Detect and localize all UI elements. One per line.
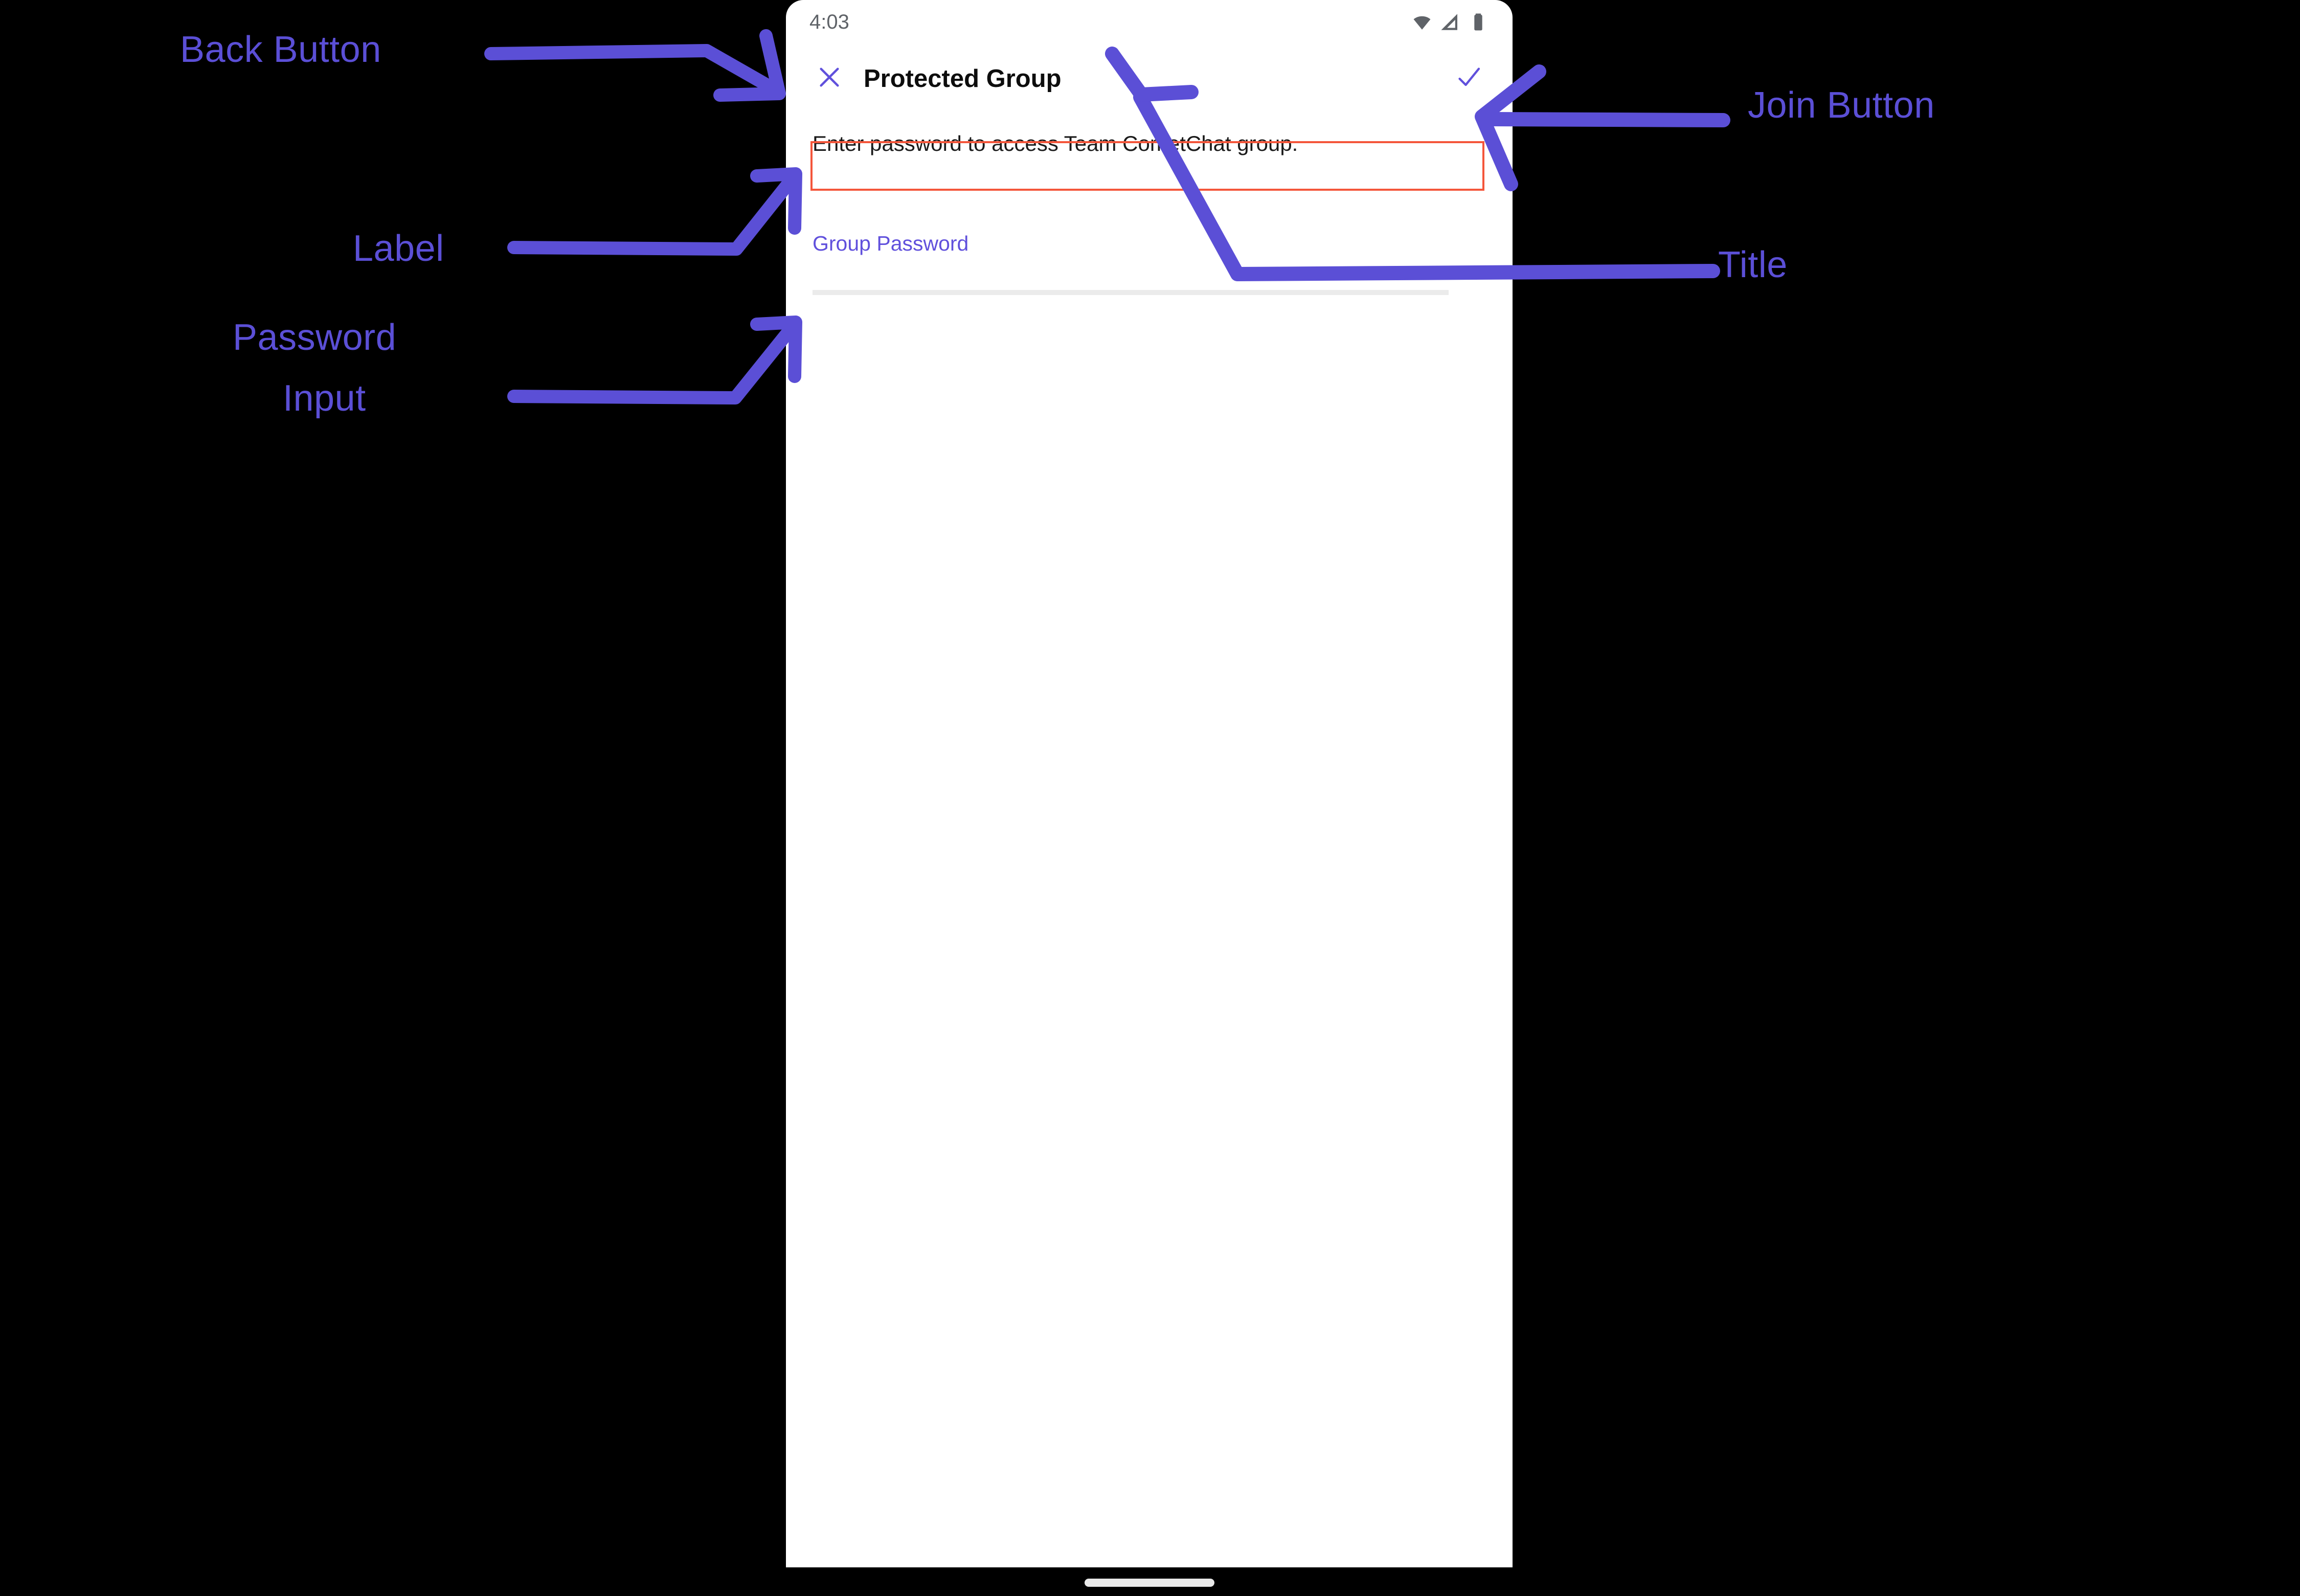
annotation-label: Label (353, 228, 444, 269)
password-field-block: Group Password (813, 233, 1486, 298)
annotation-password-input-line1: Password (233, 317, 397, 358)
label-arrow (507, 167, 802, 256)
phone-device: 4:03 (786, 0, 1513, 1567)
home-indicator[interactable] (1084, 1579, 1214, 1587)
annotation-title: Title (1718, 244, 1788, 285)
join-button-arrow (1475, 64, 1730, 191)
password-field-label: Group Password (813, 231, 969, 255)
annotation-back-button: Back Button (180, 29, 381, 70)
check-icon (1454, 62, 1484, 95)
password-input-arrow (507, 316, 802, 404)
join-button[interactable] (1447, 57, 1491, 101)
password-input[interactable] (813, 289, 1449, 295)
status-bar: 4:03 (786, 0, 1513, 44)
back-button-arrow (484, 29, 786, 102)
page-title: Protected Group (864, 64, 1062, 93)
screen-body: Enter password to access Team CometChat … (786, 113, 1513, 1567)
home-indicator-area (786, 1567, 1513, 1596)
annotation-join-button: Join Button (1748, 85, 1935, 126)
annotation-password-input-line2: Input (283, 378, 366, 419)
status-bar-icons (1411, 11, 1489, 33)
battery-icon (1468, 11, 1489, 33)
back-button[interactable] (807, 57, 851, 101)
status-bar-time: 4:03 (809, 11, 849, 33)
cell-signal-icon (1439, 11, 1461, 33)
description-label: Enter password to access Team CometChat … (813, 131, 1298, 155)
app-bar: Protected Group (786, 44, 1513, 113)
wifi-icon (1411, 11, 1433, 33)
close-icon (815, 63, 844, 94)
